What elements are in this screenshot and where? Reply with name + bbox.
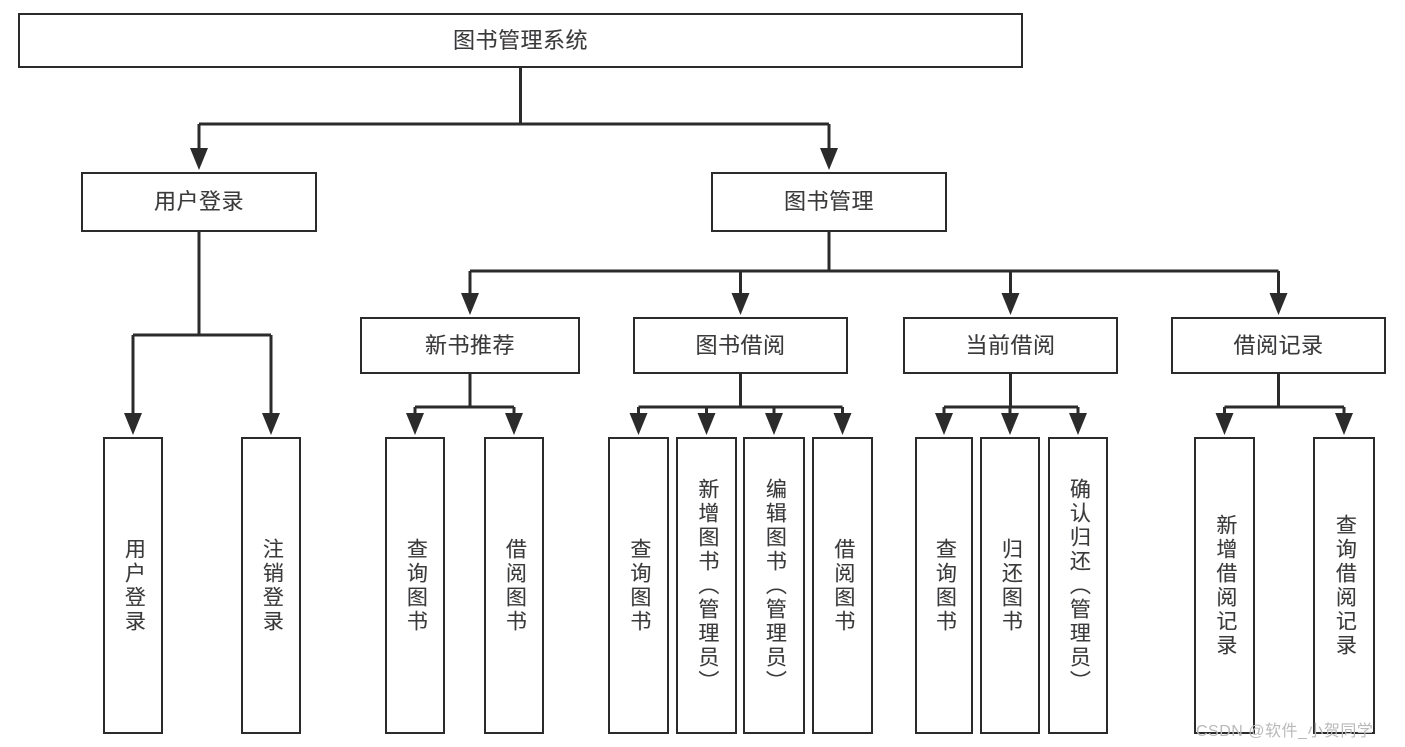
arrow-head-login_2 (262, 413, 280, 435)
node-borrow_4: 借阅图书 (812, 437, 873, 734)
node-label-borrow_1: 查询图书 (627, 537, 651, 634)
node-newrec_1: 查询图书 (385, 437, 445, 734)
node-current_3: 确认归还（管理员） (1048, 437, 1108, 734)
arrow-head-records (1269, 293, 1288, 315)
node-borrow_1: 查询图书 (608, 437, 669, 734)
node-label-current: 当前借阅 (965, 332, 1056, 358)
node-borrow_2: 新增图书（管理员） (676, 437, 737, 734)
arrow-head-borrow_4 (833, 413, 852, 435)
arrow-head-borrow_1 (629, 413, 648, 435)
node-login: 用户登录 (81, 172, 317, 232)
node-records_2: 查询借阅记录 (1313, 437, 1375, 734)
arrow-head-records_1 (1215, 413, 1234, 435)
arrow-head-current_3 (1069, 413, 1087, 435)
node-label-records_2: 查询借阅记录 (1333, 513, 1357, 658)
node-label-borrow: 图书借阅 (695, 332, 786, 358)
node-label-bookmgmt: 图书管理 (783, 189, 874, 215)
arrow-head-borrow (731, 293, 750, 315)
node-label-newrec_2: 借阅图书 (503, 537, 527, 634)
node-label-borrow_2: 新增图书（管理员） (695, 477, 719, 694)
arrow-head-borrow_2 (697, 413, 716, 435)
node-current_2: 归还图书 (980, 437, 1040, 734)
arrow-head-records_2 (1335, 413, 1353, 435)
node-bookmgmt: 图书管理 (711, 172, 947, 232)
node-label-current_3: 确认归还（管理员） (1067, 477, 1091, 694)
arrow-head-bookmgmt (820, 148, 838, 170)
node-current: 当前借阅 (903, 317, 1118, 374)
node-current_1: 查询图书 (915, 437, 973, 734)
node-label-newrec: 新书推荐 (424, 332, 515, 358)
arrow-head-login (190, 148, 208, 170)
node-label-newrec_1: 查询图书 (404, 537, 428, 634)
node-borrow: 图书借阅 (633, 317, 848, 374)
node-records_1: 新增借阅记录 (1194, 437, 1255, 734)
arrow-head-login_1 (124, 413, 142, 435)
node-label-root: 图书管理系统 (452, 27, 588, 53)
arrow-head-newrec (461, 293, 479, 315)
node-newrec: 新书推荐 (360, 317, 580, 374)
node-label-records: 借阅记录 (1233, 332, 1324, 358)
node-label-current_2: 归还图书 (999, 537, 1023, 634)
node-label-records_1: 新增借阅记录 (1213, 513, 1237, 658)
node-borrow_3: 编辑图书（管理员） (743, 437, 805, 734)
node-login_1: 用户登录 (103, 437, 163, 734)
arrow-head-borrow_3 (765, 413, 783, 435)
node-newrec_2: 借阅图书 (484, 437, 544, 734)
node-label-current_1: 查询图书 (933, 537, 957, 634)
node-label-login: 用户登录 (153, 189, 244, 215)
node-label-login_2: 注销登录 (260, 537, 284, 634)
node-label-borrow_3: 编辑图书（管理员） (763, 477, 787, 694)
node-label-borrow_4: 借阅图书 (831, 537, 855, 634)
arrow-head-newrec_1 (406, 413, 424, 435)
arrow-head-newrec_2 (505, 413, 523, 435)
arrow-head-current (1001, 293, 1020, 315)
node-login_2: 注销登录 (241, 437, 301, 734)
arrow-head-current_2 (1001, 413, 1019, 435)
node-records: 借阅记录 (1171, 317, 1386, 374)
node-label-login_1: 用户登录 (122, 537, 146, 634)
node-root: 图书管理系统 (18, 13, 1023, 68)
arrow-head-current_1 (935, 413, 953, 435)
